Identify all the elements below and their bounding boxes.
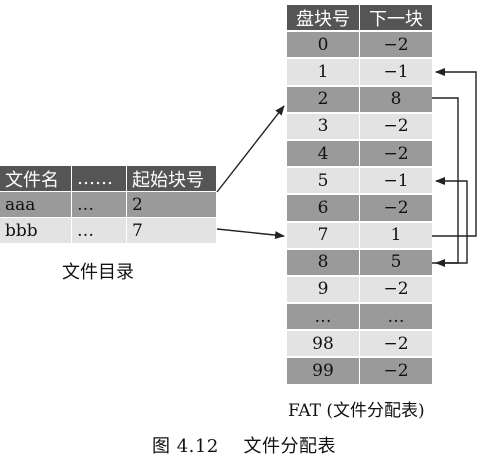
fat-row: 3 −2 [287, 113, 432, 141]
directory-row-bbb: bbb … 7 [0, 218, 216, 244]
fat-row: 99 −2 [287, 358, 432, 386]
block-number-cell: 98 [287, 331, 360, 357]
header-next-block: 下一块 [369, 8, 423, 30]
arrow-bbb-to-block-7 [216, 228, 285, 240]
start-block-cell: 2 [132, 194, 143, 215]
header-filename: 文件名 [0, 166, 72, 191]
block-number-cell: 6 [287, 195, 360, 221]
filename-cell: aaa [0, 192, 72, 217]
fat-row: 1 −1 [287, 59, 432, 87]
arrow-7-to-1 [432, 68, 477, 237]
ellipsis-cell: … [72, 192, 127, 217]
block-number-cell: 99 [287, 358, 360, 384]
fat-row: 9 −2 [287, 276, 432, 305]
arrow-aaa-to-block-2 [216, 105, 285, 193]
header-block-number: 盘块号 [287, 5, 360, 31]
block-number-cell: … [287, 304, 360, 330]
next-block-cell: −2 [383, 116, 409, 137]
block-number-cell: 3 [287, 113, 360, 139]
next-block-cell: −2 [383, 197, 409, 218]
block-number-cell: 0 [287, 32, 360, 58]
next-block-cell: −2 [383, 279, 409, 300]
next-block-cell: −2 [383, 361, 409, 382]
fat-row: 6 −2 [287, 195, 432, 223]
next-block-cell: −2 [383, 34, 409, 55]
next-block-cell: 8 [390, 89, 402, 110]
start-block-cell: 7 [132, 220, 143, 241]
next-block-cell: −1 [383, 170, 409, 191]
header-start-block: 起始块号 [132, 169, 204, 191]
next-block-cell: −2 [383, 333, 409, 354]
ellipsis-cell: … [72, 218, 127, 243]
fat-row: 5 −1 [287, 168, 432, 196]
block-number-cell: 5 [287, 168, 360, 194]
block-number-cell: 9 [287, 276, 360, 303]
block-number-cell: 4 [287, 140, 360, 167]
fat-row: 98 −2 [287, 331, 432, 359]
block-number-cell: 7 [287, 222, 360, 248]
block-number-cell: 1 [287, 59, 360, 85]
file-directory-table: 文件名 …… 起始块号 aaa … 2 bbb … 7 [0, 166, 216, 244]
fat-row: …… [287, 304, 432, 332]
fat-row: 4 −2 [287, 140, 432, 169]
next-block-cell: −2 [383, 143, 409, 164]
fat-row: 0 −2 [287, 32, 432, 60]
directory-caption: 文件目录 [62, 262, 134, 283]
figure-caption: 图 4.12 文件分配表 [152, 436, 337, 457]
header-ellipsis: …… [72, 166, 127, 191]
next-block-cell: 1 [390, 225, 402, 246]
block-number-cell: 2 [287, 86, 360, 112]
filename-cell: bbb [0, 218, 72, 243]
next-block-cell: −1 [383, 61, 409, 82]
fat-header-row: 盘块号 下一块 [287, 5, 432, 33]
arrow-8-to-5 [432, 177, 468, 264]
block-number-cell: 8 [287, 249, 360, 275]
next-block-cell: … [387, 306, 405, 327]
directory-row-aaa: aaa … 2 [0, 192, 216, 218]
directory-header-row: 文件名 …… 起始块号 [0, 166, 216, 192]
next-block-cell: 5 [390, 252, 402, 273]
fat-caption: FAT (文件分配表) [288, 401, 425, 421]
